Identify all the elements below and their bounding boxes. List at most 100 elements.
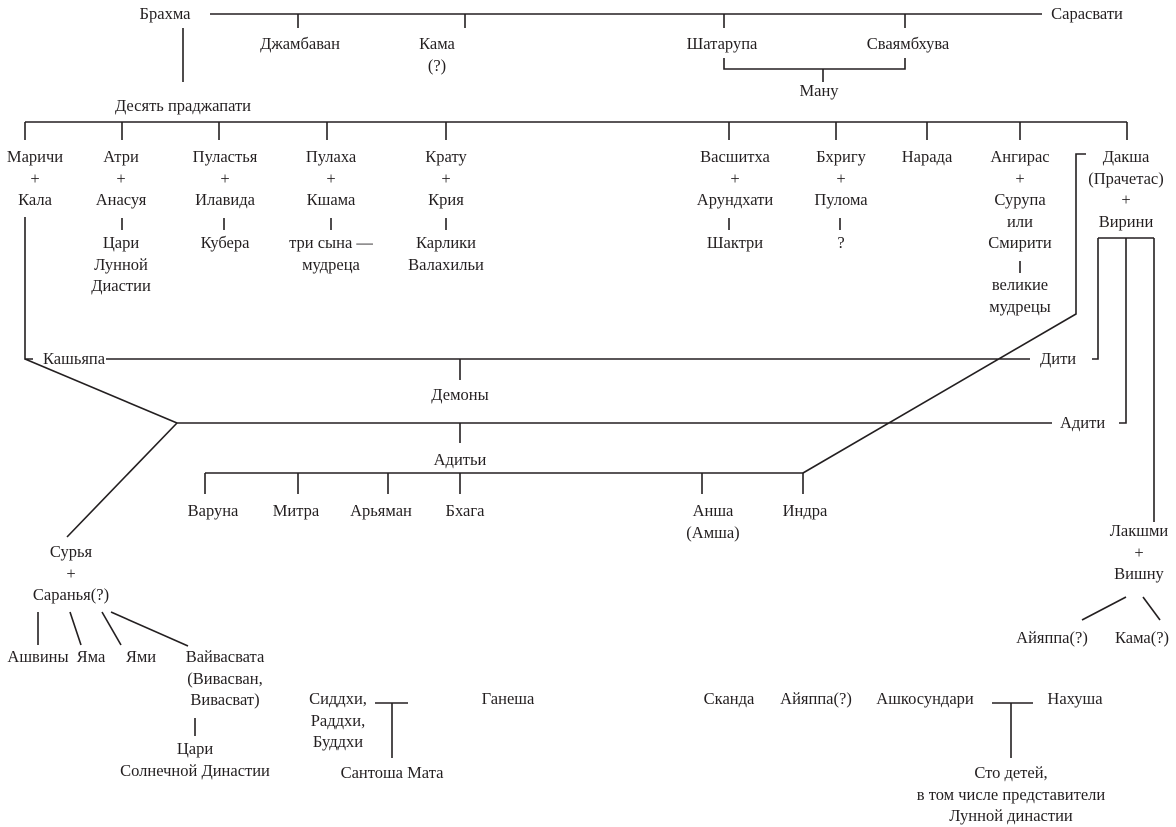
node-daksha-plus: + — [1121, 190, 1131, 209]
connector-surya — [66, 422, 178, 538]
connector-manu-parents — [723, 58, 906, 70]
connector-ayyappa — [1081, 596, 1127, 621]
line: Валахильи — [408, 254, 484, 274]
node-svayambhuva: Сваямбхува — [866, 34, 950, 53]
node-skanda: Сканда — [703, 689, 755, 708]
node-pulaha-children: три сына — мудреца — [289, 232, 373, 275]
node-surya-name: Сурья — [49, 542, 93, 561]
connector-yama — [69, 611, 82, 646]
node-vaivasvata: Вайвасвата (Вивасван, Вивасват) — [186, 646, 265, 711]
connector-diti — [1092, 238, 1099, 360]
node-aryaman: Арьяман — [350, 501, 412, 520]
node-vasishtha-spouse: Арундхати — [696, 190, 774, 209]
node-adityas: Адитьи — [433, 450, 487, 469]
connector-aditi — [1119, 238, 1127, 424]
node-pulastya-plus: + — [220, 168, 230, 188]
node-ganesha: Ганеша — [481, 689, 535, 708]
connector-yami — [101, 611, 122, 646]
node-yami: Ями — [125, 647, 157, 666]
node-daksha: Дакша (Прачетас) + Вирини — [1088, 146, 1164, 232]
node-shaktri: Шактри — [706, 233, 764, 252]
node-ashvins: Ашвины — [7, 647, 69, 666]
node-bhrigu-spouse: Пулома — [814, 190, 868, 209]
connector-kashyapa-aditi-diag — [24, 358, 178, 424]
node-kubera: Кубера — [200, 233, 250, 252]
line: Сто детей, — [974, 763, 1048, 782]
connector-kama2 — [1142, 596, 1161, 621]
node-solar-kings: Цари Солнечной Династии — [120, 738, 270, 781]
line: Карлики — [415, 233, 477, 252]
node-saranya: Саранья(?) — [32, 585, 110, 604]
node-kratu-name: Крату — [425, 147, 467, 166]
node-marichi: Маричи + Кала — [7, 146, 63, 211]
node-hundred-children: Сто детей, в том числе представители Лун… — [917, 762, 1105, 827]
node-angiras-children: великие мудрецы — [989, 274, 1051, 317]
node-kashyapa: Кашьяпа — [43, 349, 106, 368]
node-pulaha-plus: + — [326, 168, 336, 188]
node-angiras-or: или — [1007, 211, 1033, 231]
node-ansha: Анша (Амша) — [686, 500, 739, 543]
node-ansha-name: Анша — [692, 501, 734, 520]
node-aditi: Адити — [1060, 413, 1106, 432]
line: Сиддхи, — [309, 689, 367, 708]
node-indra: Индра — [782, 501, 828, 520]
node-shatarupa: Шатарупа — [686, 34, 758, 53]
node-varuna: Варуна — [187, 501, 239, 520]
line: Буддхи — [312, 732, 364, 751]
line: Диастии — [91, 276, 151, 295]
node-ganesha-wives: Сиддхи, Раддхи, Буддхи — [309, 688, 367, 753]
node-saraswati: Сарасвати — [1051, 4, 1123, 23]
node-atri-spouse: Анасуя — [95, 190, 147, 209]
node-demons: Демоны — [431, 385, 489, 404]
node-angiras-plus: + — [1015, 168, 1025, 188]
line: Солнечной Династии — [120, 760, 270, 780]
node-bhaga: Бхага — [445, 501, 485, 520]
node-ayyappa-vishnu: Айяппа(?) — [1016, 628, 1088, 647]
node-daksha-spouse: Вирини — [1098, 211, 1154, 231]
line: Лунной — [94, 254, 148, 274]
node-marichi-name: Маричи — [6, 147, 64, 166]
node-bhrigu: Бхригу + Пулома — [814, 146, 867, 211]
node-prajapati-group: Десять праджапати — [114, 96, 252, 115]
node-bhrigu-name: Бхригу — [816, 147, 866, 166]
node-vasishtha: Васшитха + Арундхати — [697, 146, 773, 211]
node-pulaha: Пулаха + Кшама — [306, 146, 356, 211]
line: в том числе представители — [916, 784, 1106, 804]
node-pulaha-spouse: Кшама — [306, 190, 356, 209]
node-pulastya-name: Пуластья — [192, 147, 258, 166]
line: Лунной династии — [949, 806, 1073, 825]
line: Раддхи, — [310, 710, 366, 730]
line: великие — [991, 275, 1049, 294]
node-angiras: Ангирас + Сурупа или Смирити — [988, 146, 1051, 254]
node-atri: Атри + Анасуя — [96, 146, 147, 211]
line: мудрецы — [989, 296, 1051, 316]
node-surya-plus: + — [66, 563, 76, 583]
node-kratu-plus: + — [441, 168, 451, 188]
node-kama-name: Кама — [419, 34, 455, 53]
line: три сына — — [289, 233, 373, 252]
node-kama: Кама (?) — [419, 33, 455, 76]
node-vaivasvata-name: Вайвасвата — [185, 647, 265, 666]
node-kratu: Крату + Крия — [425, 146, 466, 211]
node-mitra: Митра — [272, 501, 320, 520]
node-bhrigu-plus: + — [836, 168, 846, 188]
node-nahusha: Нахуша — [1047, 689, 1103, 708]
node-pulastya: Пуластья + Илавида — [193, 146, 258, 211]
node-manu: Ману — [799, 81, 839, 100]
line: мудреца — [302, 254, 360, 274]
connector-marichi-kashyapa — [24, 217, 33, 360]
node-ayyappa: Айяппа(?) — [780, 689, 852, 708]
node-pulaha-name: Пулаха — [305, 147, 357, 166]
node-marichi-plus: + — [30, 168, 40, 188]
node-santoshi: Сантоша Мата — [340, 763, 444, 782]
node-ashokasundari: Ашкосундари — [876, 689, 974, 708]
node-surya-couple: Сурья + Саранья(?) — [33, 541, 109, 606]
node-kama-note: (?) — [427, 55, 447, 75]
node-pulastya-spouse: Илавида — [195, 190, 255, 209]
node-atri-plus: + — [116, 168, 126, 188]
node-brahma: Брахма — [139, 4, 191, 23]
node-bhrigu-children: ? — [837, 233, 845, 252]
node-angiras-name: Ангирас — [990, 147, 1050, 166]
node-ansha-alias: (Амша) — [686, 522, 740, 542]
